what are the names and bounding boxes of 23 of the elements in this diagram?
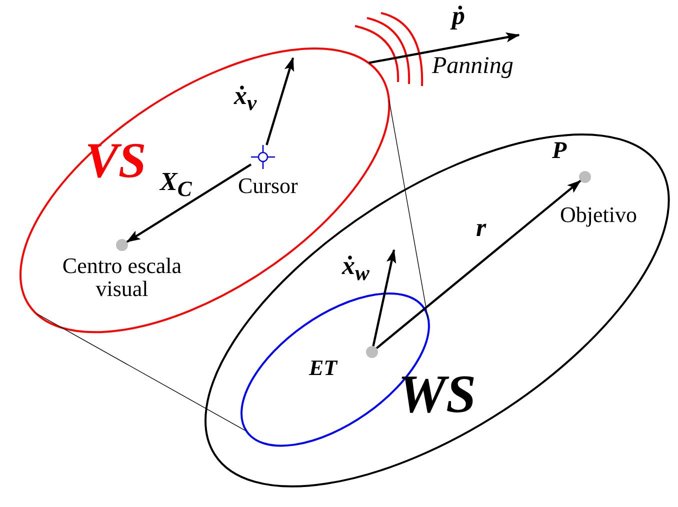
region-label: VS	[84, 134, 146, 186]
projection-line	[36, 313, 246, 432]
point-label: Cursor	[238, 174, 298, 198]
region-ellipse	[204, 132, 670, 488]
region-label: ET	[308, 356, 338, 380]
region-ellipse	[19, 46, 391, 334]
point-label: Centro escala visual	[61, 254, 183, 300]
arrow	[368, 32, 520, 64]
point-label: Objetivo	[560, 202, 637, 226]
arrow	[126, 164, 252, 243]
point-label: P	[552, 138, 567, 164]
point-marker	[366, 346, 378, 358]
arrow	[376, 180, 582, 350]
arrow	[372, 249, 396, 346]
annotation-text: Panning	[432, 54, 514, 80]
projection-line	[388, 100, 428, 319]
edge-label: X$_{C}$	[160, 168, 192, 201]
region-label: WS	[398, 366, 476, 423]
arrow	[266, 57, 294, 146]
edge-label: ẋ$_{w}$	[342, 252, 370, 285]
edge-label: r	[476, 214, 486, 242]
edge-label: ṗ	[452, 2, 465, 30]
edge-label: ẋ$_{v}$	[234, 82, 257, 115]
